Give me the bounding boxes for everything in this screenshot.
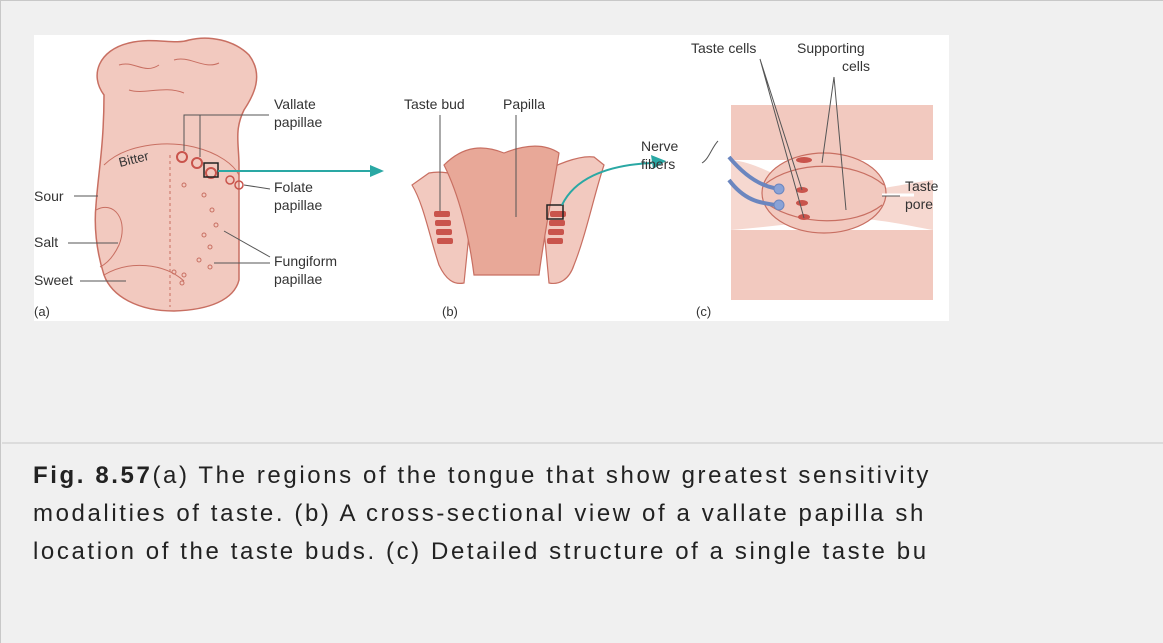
label-taste-pore-1: Taste — [905, 178, 939, 194]
label-salt: Salt — [34, 234, 58, 250]
taste-bud-diagram: Taste cells Supporting cells Nerve fiber… — [641, 40, 939, 319]
taste-figure-image: Bitter Sour Salt Sweet (a) Vallate papil… — [34, 35, 949, 321]
panel-b-tag: (b) — [442, 304, 458, 319]
label-vallate-1: Vallate — [274, 96, 316, 112]
label-folate-2: papillae — [274, 197, 322, 213]
tongue-diagram: Bitter Sour Salt Sweet (a) Vallate papil… — [34, 38, 384, 319]
label-sweet: Sweet — [34, 272, 73, 288]
panel-a-tag: (a) — [34, 304, 50, 319]
papilla-diagram: Taste bud Papilla (b) — [404, 96, 666, 319]
caption-label: Fig. 8.57 — [33, 462, 152, 489]
label-taste-cells: Taste cells — [691, 40, 756, 56]
label-supporting-1: Supporting — [797, 40, 865, 56]
label-taste-bud: Taste bud — [404, 96, 465, 112]
label-folate-1: Folate — [274, 179, 313, 195]
label-supporting-2: cells — [842, 58, 870, 74]
figure-caption: Fig. 8.57(a) The regions of the tongue t… — [33, 457, 1163, 571]
label-fungiform-2: papillae — [274, 271, 322, 287]
label-papilla: Papilla — [503, 96, 545, 112]
label-nerve-1: Nerve — [641, 138, 679, 154]
caption-line-1: Fig. 8.57(a) The regions of the tongue t… — [33, 457, 1163, 495]
caption-line-2: modalities of taste. (b) A cross-section… — [33, 495, 1163, 533]
caption-line-3: location of the taste buds. (c) Detailed… — [33, 533, 1163, 571]
label-vallate-2: papillae — [274, 114, 322, 130]
caption-divider — [2, 442, 1163, 444]
label-sour: Sour — [34, 188, 64, 204]
label-fungiform-1: Fungiform — [274, 253, 337, 269]
label-taste-pore-2: pore — [905, 196, 933, 212]
caption-text-1: (a) The regions of the tongue that show … — [152, 462, 931, 489]
label-nerve-2: fibers — [641, 156, 675, 172]
panel-c-tag: (c) — [696, 304, 711, 319]
